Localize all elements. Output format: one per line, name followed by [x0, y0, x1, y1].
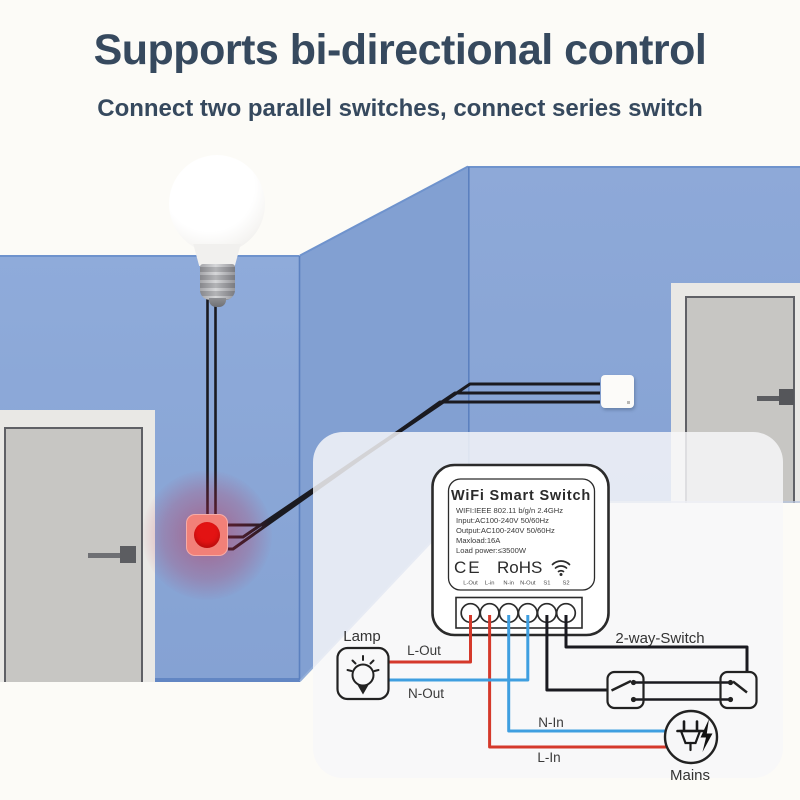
left-door-handle: [88, 553, 124, 558]
right-door-handle-knob: [779, 389, 794, 405]
left-door-handle-knob: [120, 546, 136, 563]
two-way-wall-switch: [601, 375, 634, 408]
wiring-diagram-panel: [313, 432, 783, 778]
red-push-switch-button: [194, 522, 220, 548]
lightbulb-neck: [193, 244, 241, 266]
lightbulb-screw-base: [200, 264, 235, 300]
lightbulb-globe: [169, 155, 265, 253]
page-title: Supports bi-directional control: [93, 26, 707, 74]
lightbulb-contact-tip: [209, 298, 226, 307]
page-subtitle: Connect two parallel switches, connect s…: [97, 95, 703, 122]
right-door-handle: [757, 396, 785, 401]
red-push-switch: [186, 514, 228, 556]
header: Supports bi-directional control Connect …: [0, 0, 800, 123]
